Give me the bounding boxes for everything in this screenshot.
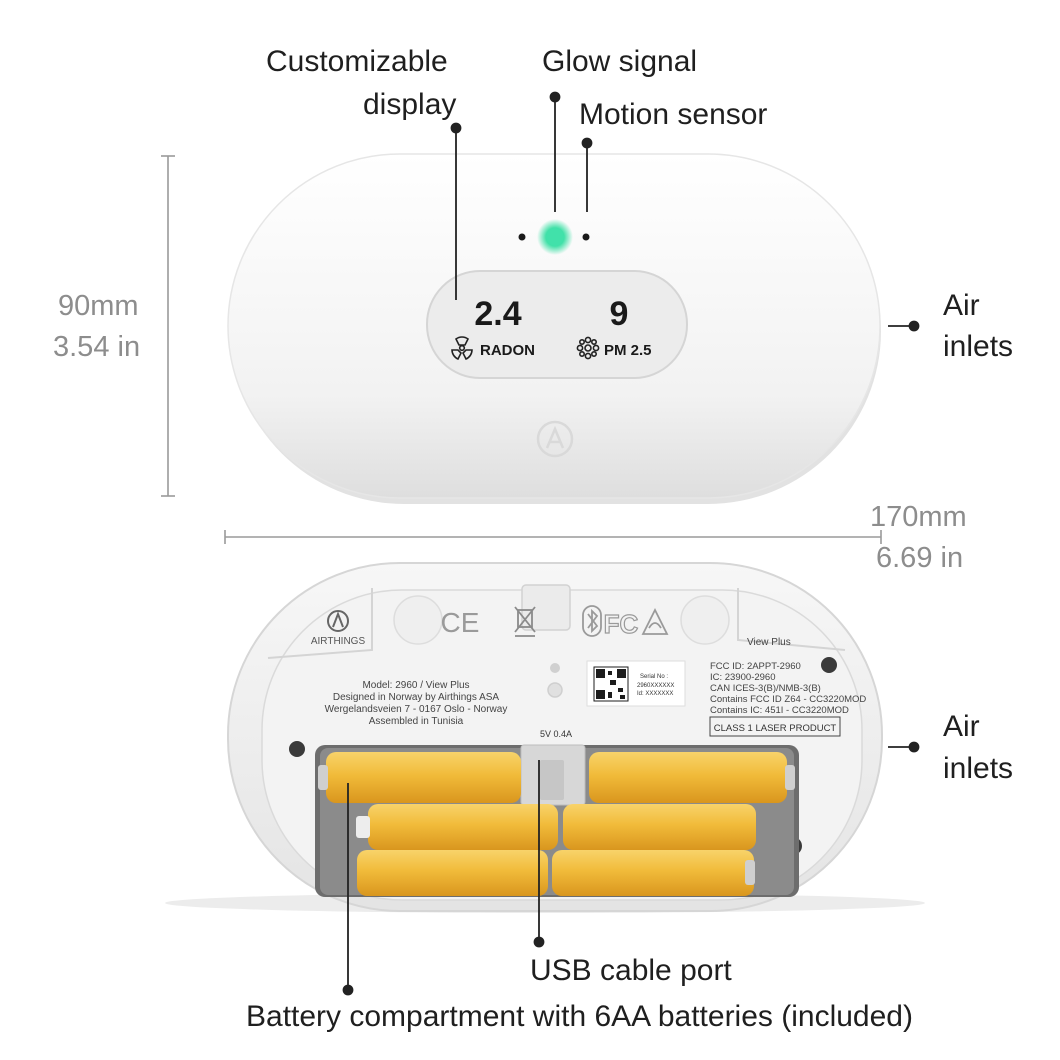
battery	[589, 752, 787, 803]
rcm-mark-icon	[641, 607, 669, 635]
radiation-icon	[451, 336, 473, 361]
ce-mark: CE	[441, 607, 480, 638]
batteries	[318, 752, 795, 896]
battery	[552, 850, 754, 896]
dimension-height-mm: 90mm	[58, 290, 139, 322]
cert-line-5: Contains IC: 451I - CC3220MOD	[710, 705, 849, 716]
model-name: View Plus	[747, 637, 791, 648]
callout-air-inlets-top-line2: inlets	[943, 330, 1014, 363]
dimension-width-mm: 170mm	[870, 501, 967, 533]
battery	[357, 850, 548, 896]
bluetooth-icon	[582, 605, 602, 637]
callout-air-inlets-top-line1: Air	[943, 289, 980, 322]
dimension-height-in: 3.54 in	[53, 331, 141, 363]
pm-value: 9	[610, 295, 629, 333]
brand-name: AIRTHINGS	[311, 636, 366, 647]
callout-display-line1: Customizable	[266, 45, 448, 78]
fcc-mark: FC	[604, 609, 639, 639]
front-device: 2.4 RADON 9 PM 2.5	[227, 153, 881, 504]
info-line-3: Wergelandsveien 7 - 0167 Oslo - Norway	[325, 704, 508, 715]
back-device: AIRTHINGS CE FC View Plus Model: 2960 / …	[165, 562, 925, 913]
pm-label: PM 2.5	[604, 342, 652, 359]
cert-line-1: FCC ID: 2APPT-2960	[710, 661, 801, 672]
battery	[326, 752, 521, 803]
info-line-2: Designed in Norway by Airthings ASA	[333, 692, 500, 703]
serial-value: 2960XXXXXX	[637, 683, 674, 689]
callout-battery-compartment: Battery compartment with 6AA batteries (…	[246, 1000, 913, 1033]
callout-usb-port: USB cable port	[530, 954, 732, 987]
wee-bin-icon	[514, 606, 536, 637]
info-line-4: Assembled in Tunisia	[369, 716, 464, 727]
cert-line-3: CAN ICES-3(B)/NMB-3(B)	[710, 683, 821, 694]
brand-logo-icon	[327, 610, 349, 632]
callout-leaders	[342, 91, 920, 996]
callout-glow-signal: Glow signal	[542, 45, 698, 78]
callout-display-line2: display	[363, 88, 457, 121]
dimension-lines	[161, 155, 882, 544]
radon-value: 2.4	[474, 295, 521, 333]
display-screen	[426, 270, 688, 379]
radon-label: RADON	[480, 342, 535, 359]
dimension-width-in: 6.69 in	[876, 542, 964, 574]
airthings-logo-icon	[536, 420, 574, 458]
cert-line-2: IC: 23900-2960	[710, 672, 776, 683]
cert-line-4: Contains FCC ID Z64 - CC3220MOD	[710, 694, 866, 705]
laser-warning: CLASS 1 LASER PRODUCT	[714, 723, 837, 734]
callout-air-inlets-bottom-line2: inlets	[943, 752, 1014, 785]
particulate-matter-icon	[576, 336, 600, 360]
qr-code-icon	[593, 666, 629, 702]
id-value: Id: XXXXXXX	[637, 691, 673, 697]
serial-label-text: Serial No :	[640, 674, 668, 680]
callout-air-inlets-bottom-line1: Air	[943, 710, 980, 743]
sensor-dot-left	[518, 233, 526, 241]
power-rating: 5V 0.4A	[540, 729, 572, 739]
battery	[563, 804, 756, 850]
motion-sensor-dot	[582, 233, 590, 241]
callout-motion-sensor: Motion sensor	[579, 98, 768, 131]
battery	[368, 804, 558, 850]
info-line-1: Model: 2960 / View Plus	[362, 680, 469, 691]
